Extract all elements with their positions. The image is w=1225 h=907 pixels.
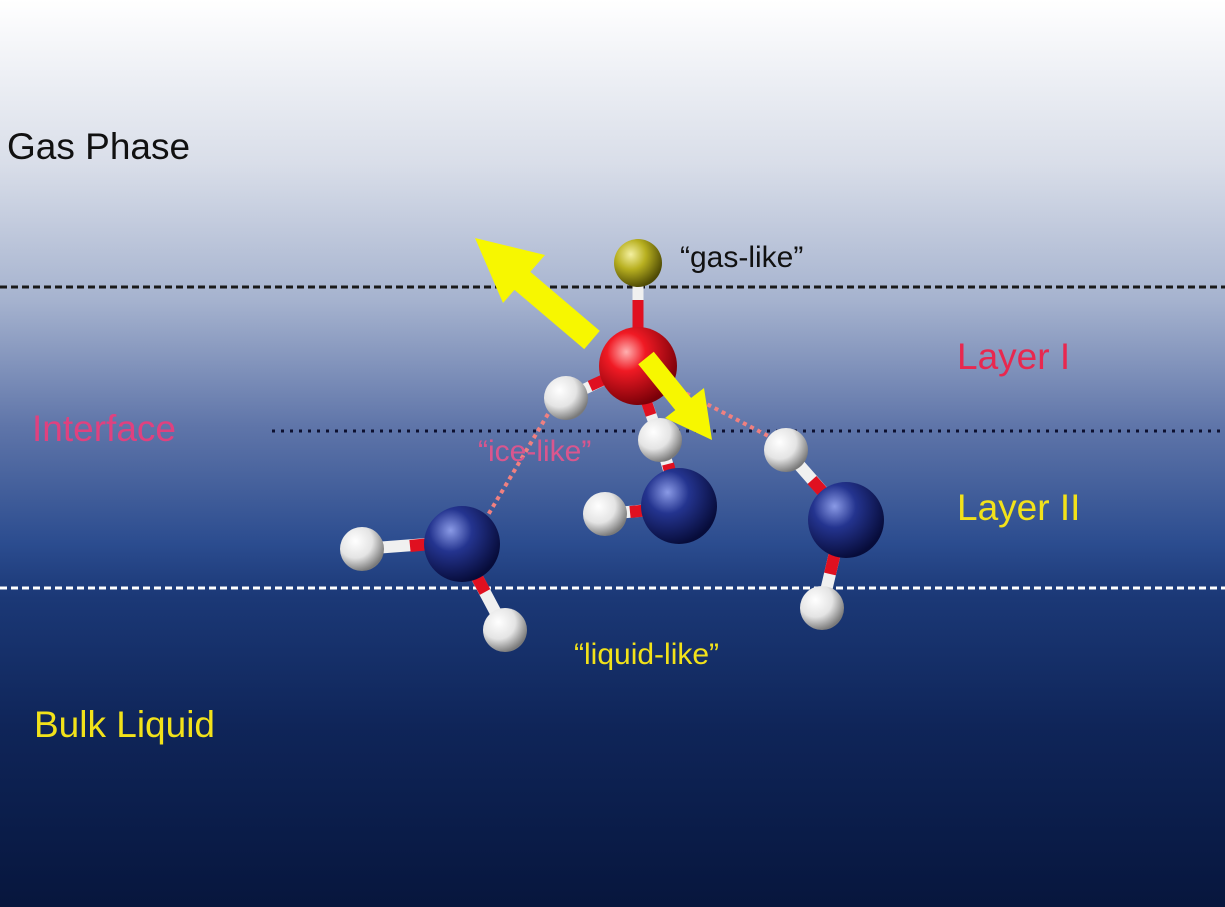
interface-label: Interface [32,408,176,449]
layer-1-label: Layer I [957,336,1071,377]
yellow-arrow-up-left [475,238,600,350]
right-hydrogen-atom-2 [800,586,844,630]
gas-phase-label: Gas Phase [7,126,191,167]
ion-atom [614,239,662,287]
right-hydrogen-atom-1 [764,428,808,472]
layer-2-label: Layer II [957,487,1081,528]
liquid-like-label: “liquid-like” [574,638,720,671]
right-water-molecule [764,428,884,630]
ice-like-label: “ice-like” [478,435,592,468]
central-hydrogen-atom [544,376,588,420]
middle-oxygen-atom [641,468,717,544]
left-hydrogen-atom-1 [340,527,384,571]
bulk-liquid-label: Bulk Liquid [34,704,216,745]
middle-hydrogen-atom-1 [638,418,682,462]
right-oxygen-atom [808,482,884,558]
hydrogen-bond-right [671,384,777,442]
hydrogen-bond-left [486,412,550,517]
central-hydronium-molecule [544,239,677,442]
left-hydrogen-atom-2 [483,608,527,652]
gas-like-label: “gas-like” [680,241,804,274]
left-oxygen-atom [424,506,500,582]
middle-hydrogen-atom-2 [583,492,627,536]
left-water-molecule [340,506,527,652]
middle-water-molecule [583,418,717,544]
yellow-arrow-down-right [638,351,712,440]
